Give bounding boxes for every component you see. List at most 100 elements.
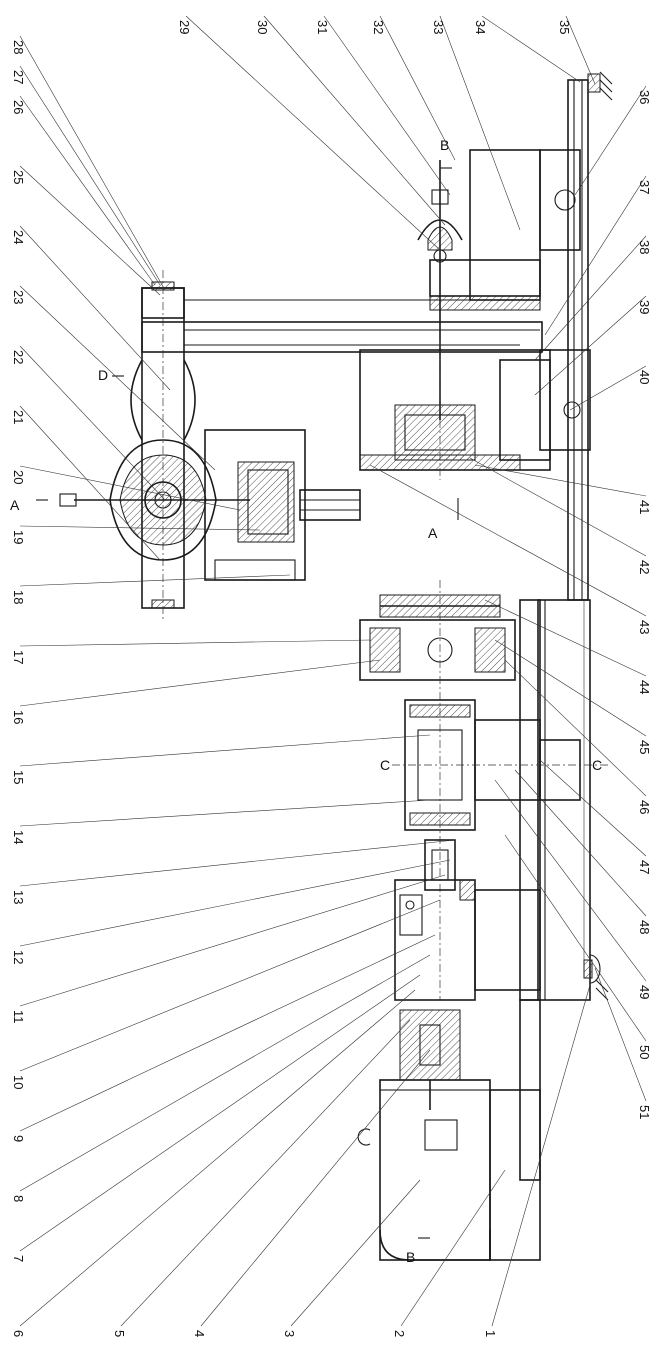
part-label-16: 16 <box>11 710 26 724</box>
part-label-10: 10 <box>11 1075 26 1089</box>
bearing-housing-48-49 <box>392 700 610 830</box>
leader-line-47 <box>540 760 646 856</box>
part-label-49: 49 <box>637 985 652 999</box>
part-label-24: 24 <box>11 230 26 244</box>
leader-line-3 <box>291 1180 420 1326</box>
part-label-50: 50 <box>637 1045 652 1059</box>
part-label-13: 13 <box>11 890 26 904</box>
leader-line-44 <box>485 600 646 676</box>
leader-line-11 <box>20 875 445 1006</box>
part-label-47: 47 <box>637 860 652 874</box>
part-label-23: 23 <box>11 290 26 304</box>
right-cylinder-assembly <box>418 150 580 420</box>
leader-line-5 <box>121 1020 410 1326</box>
section-c-right-label: C <box>592 757 602 773</box>
leader-line-26 <box>20 96 155 285</box>
leader-line-46 <box>505 660 646 796</box>
leader-line-14 <box>20 800 430 826</box>
part-label-4: 4 <box>192 1330 207 1337</box>
leader-line-23 <box>20 286 215 470</box>
transmission-block <box>360 340 590 480</box>
section-d-label: D <box>98 367 108 383</box>
part-label-5: 5 <box>112 1330 127 1337</box>
leader-line-16 <box>20 660 380 706</box>
leader-line-24 <box>20 226 170 390</box>
cylinder-22 <box>60 440 250 560</box>
leader-line-41 <box>475 465 646 496</box>
part-label-9: 9 <box>11 1135 26 1142</box>
part-label-12: 12 <box>11 950 26 964</box>
part-label-8: 8 <box>11 1195 26 1202</box>
section-mark-b-bottom: B <box>406 1238 430 1265</box>
part-label-18: 18 <box>11 590 26 604</box>
part-label-44: 44 <box>637 680 652 694</box>
part-label-14: 14 <box>11 830 26 844</box>
part-label-1: 1 <box>483 1330 498 1337</box>
leader-line-31 <box>324 16 450 195</box>
part-label-40: 40 <box>637 370 652 384</box>
leader-line-25 <box>20 166 160 295</box>
leader-line-4 <box>201 1050 430 1326</box>
part-label-20: 20 <box>11 470 26 484</box>
leader-line-1 <box>492 985 590 1326</box>
part-label-25: 25 <box>11 170 26 184</box>
part-label-3: 3 <box>282 1330 297 1337</box>
part-label-43: 43 <box>637 620 652 634</box>
leader-line-8 <box>20 955 430 1191</box>
part-label-46: 46 <box>637 800 652 814</box>
leader-line-12 <box>20 860 450 946</box>
section-mark-b-top: B <box>440 137 452 168</box>
part-label-41: 41 <box>637 500 652 514</box>
part-label-33: 33 <box>431 20 446 34</box>
leader-line-37 <box>545 176 646 335</box>
gearbox-13 <box>395 880 540 1000</box>
part-label-19: 19 <box>11 530 26 544</box>
leader-line-22 <box>20 346 165 500</box>
part-label-15: 15 <box>11 770 26 784</box>
leader-line-6 <box>20 990 415 1326</box>
leader-line-15 <box>20 735 430 766</box>
upper-pump-block <box>205 430 360 580</box>
part-label-48: 48 <box>637 920 652 934</box>
leader-line-38 <box>535 236 646 360</box>
upper-column-assembly <box>131 270 542 620</box>
part-label-6: 6 <box>11 1330 26 1337</box>
part-label-11: 11 <box>11 1010 26 1024</box>
part-label-37: 37 <box>637 180 652 194</box>
leader-line-50 <box>505 835 646 1041</box>
section-c-left-label: C <box>380 757 390 773</box>
section-a-mid-label: A <box>428 525 438 541</box>
leader-line-33 <box>440 16 520 230</box>
section-a-top-label: A <box>10 497 20 513</box>
section-b-bottom-label: B <box>406 1249 415 1265</box>
leader-line-49 <box>495 780 646 981</box>
leader-line-30 <box>264 16 445 225</box>
part-label-29: 29 <box>177 20 192 34</box>
part-label-2: 2 <box>392 1330 407 1337</box>
leader-line-36 <box>575 86 646 195</box>
part-label-51: 51 <box>637 1105 652 1119</box>
part-label-17: 17 <box>11 650 26 664</box>
leader-line-32 <box>380 16 455 160</box>
part-label-26: 26 <box>11 100 26 114</box>
section-mark-c-right: C <box>592 757 602 773</box>
part-label-42: 42 <box>637 560 652 574</box>
part-label-30: 30 <box>255 20 270 34</box>
part-label-27: 27 <box>11 70 26 84</box>
part-label-45: 45 <box>637 740 652 754</box>
part-label-31: 31 <box>315 20 330 34</box>
section-b-top-label: B <box>440 137 449 153</box>
leader-line-45 <box>495 640 646 736</box>
leader-line-13 <box>20 840 455 886</box>
coupling-4-7 <box>400 1010 460 1110</box>
leader-line-42 <box>470 458 646 556</box>
leader-line-9 <box>20 935 435 1131</box>
part-label-35: 35 <box>557 20 572 34</box>
coupling-45-46 <box>360 580 515 1000</box>
leader-line-27 <box>20 66 160 285</box>
section-mark-a-mid: A <box>428 498 458 541</box>
leader-line-17 <box>20 640 370 646</box>
section-mark-a-top: A <box>10 497 48 513</box>
leader-line-29 <box>186 16 440 250</box>
part-label-38: 38 <box>637 240 652 254</box>
